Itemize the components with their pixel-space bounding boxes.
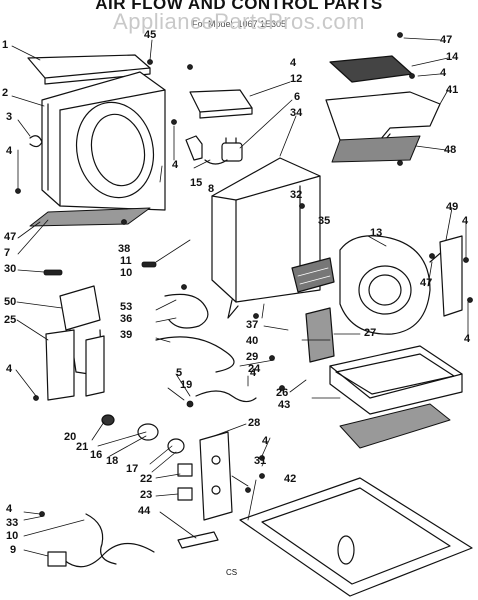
label-part-25: 25 [4,314,17,326]
part-48-gasket [331,135,421,163]
label-part-41: 41 [446,84,459,96]
leader-lines [11,37,469,557]
label-part-47-a: 47 [4,231,17,243]
label-part-4-g: 4 [464,333,471,345]
label-part-19: 19 [180,379,193,391]
part-36-wire [164,293,209,329]
label-part-4-i: 4 [262,435,269,447]
part-39-wire [155,336,235,373]
part-14-filter [329,55,413,83]
label-part-15: 15 [190,177,203,189]
label-part-10-b: 10 [6,530,19,542]
label-part-14: 14 [446,51,459,63]
label-part-11: 11 [120,255,132,267]
part-15-bracket [185,135,203,161]
label-part-48: 48 [444,144,457,156]
part-2-front-panel [41,71,166,211]
part-17-knob [167,438,185,454]
label-part-47-c: 47 [420,277,433,289]
label-part-44: 44 [138,505,151,517]
label-part-49: 49 [446,201,459,213]
label-part-21: 21 [76,441,89,453]
label-part-29: 29 [246,351,259,363]
label-part-13: 13 [370,227,383,239]
base-pan [239,477,473,597]
label-part-6: 6 [294,91,301,103]
model-subtitle: For Model: 1067 1E305 [191,19,287,29]
label-part-4-e: 4 [440,67,447,79]
label-part-36: 36 [120,313,133,325]
part-34-housing [211,157,321,319]
label-part-37: 37 [246,319,259,331]
label-part-47-b: 47 [440,34,453,46]
part-12-bracket [189,89,253,119]
label-part-38: 38 [118,243,131,255]
diagram-title: AIR FLOW AND CONTROL PARTS [95,0,383,13]
label-part-40: 40 [246,335,259,347]
part-7-filter [29,207,151,227]
label-part-1: 1 [2,39,9,51]
part-27-grille [305,307,335,363]
label-part-4-j: 4 [6,503,13,515]
label-part-43: 43 [278,399,291,411]
label-part-18: 18 [106,455,119,467]
label-part-20: 20 [64,431,77,443]
label-part-9: 9 [10,544,17,556]
label-part-4-b: 4 [6,363,13,375]
part-23-switch [177,487,193,501]
label-part-22: 22 [140,473,153,485]
label-part-4-h: 4 [250,367,257,379]
label-part-4-f: 4 [462,215,469,227]
label-part-5: 5 [176,367,183,379]
label-part-50: 50 [4,296,17,308]
label-part-30: 30 [4,263,17,275]
label-part-4-a: 4 [6,145,13,157]
label-part-27: 27 [364,327,377,339]
label-part-2: 2 [2,87,9,99]
label-part-4-c: 4 [290,57,297,69]
part-3-clip [29,135,43,148]
part-9-power-cord [47,513,155,568]
part-8-strap [204,159,228,165]
label-part-7: 7 [4,247,11,259]
label-part-45: 45 [144,29,157,41]
label-part-17: 17 [126,463,139,475]
label-part-39: 39 [120,329,133,341]
label-part-53: 53 [120,301,133,313]
label-part-23: 23 [140,489,153,501]
label-part-24: 24 [248,363,261,375]
part-6-capacitor [221,137,243,162]
part-1-top-panel [27,54,151,85]
part-16-knob [137,423,159,441]
label-part-32: 32 [290,189,303,201]
label-part-12: 12 [290,73,303,85]
label-part-31: 31 [254,455,267,467]
label-part-26: 26 [276,387,289,399]
label-part-4-d: 4 [172,159,179,171]
part-44-strip [177,531,219,549]
fasteners [15,32,473,517]
label-part-8: 8 [208,183,215,195]
part-25-panel [45,329,105,401]
part-24-wire [195,390,257,403]
label-part-28: 28 [248,417,261,429]
part-35-vent [291,257,335,293]
part-43-pan [329,345,463,415]
part-28-control-panel [199,431,233,521]
label-part-35: 35 [318,215,331,227]
part-49-bracket [439,235,463,317]
label-part-10-a: 10 [120,267,133,279]
label-part-34: 34 [290,107,303,119]
part-42-filter [339,403,451,449]
label-part-42: 42 [284,473,297,485]
part-22-switch [177,463,193,477]
label-part-16: 16 [90,449,103,461]
watermark: AppliancePartsPros.com [113,9,365,34]
diagram-code: CS [226,568,238,577]
part-20-knob [101,414,115,426]
label-part-33: 33 [6,517,19,529]
label-part-3: 3 [6,111,13,123]
